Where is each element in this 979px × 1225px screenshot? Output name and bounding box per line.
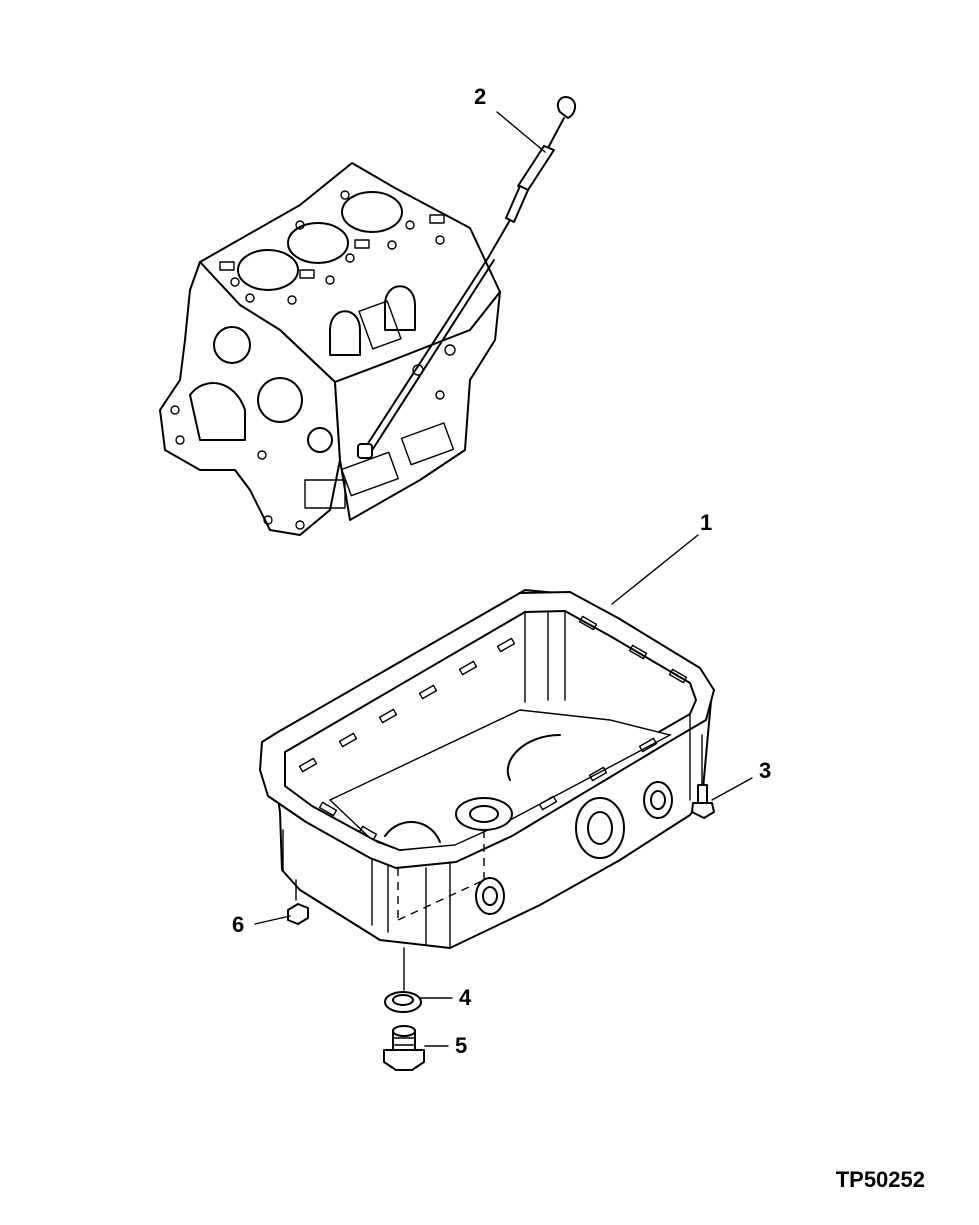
engine-block <box>159 162 501 536</box>
callout-6: 6 <box>232 912 245 937</box>
callout-5: 5 <box>455 1033 468 1058</box>
oil-pan <box>259 589 715 949</box>
sealing-washer <box>384 947 422 1013</box>
callout-3: 3 <box>759 758 772 783</box>
callout-1: 1 <box>700 510 713 535</box>
callout-4: 4 <box>459 985 472 1010</box>
figure-id: TP50252 <box>835 1167 925 1192</box>
bolt <box>691 784 715 819</box>
callout-2: 2 <box>474 84 487 109</box>
drain-plug <box>383 1025 425 1071</box>
leader-lines <box>254 111 753 1047</box>
nut <box>287 903 309 925</box>
dipstick <box>357 96 576 459</box>
